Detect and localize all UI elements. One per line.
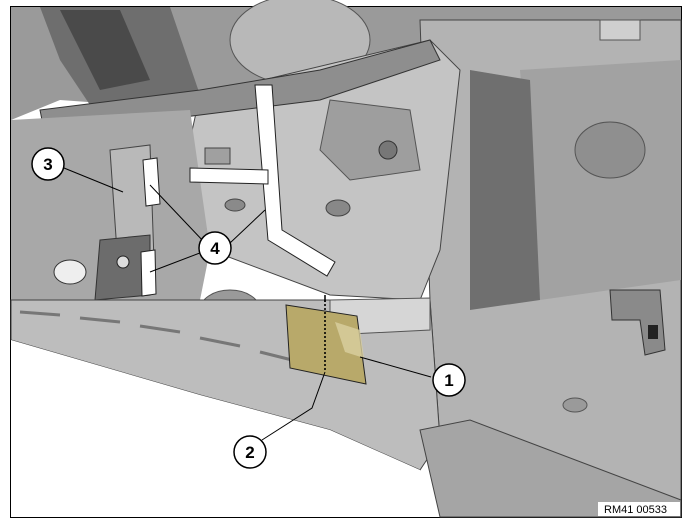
right-panel-recess — [520, 60, 681, 300]
sealing-patch-body — [285, 304, 367, 385]
callout-3-label: 3 — [43, 155, 52, 174]
leader-line-3 — [63, 167, 124, 193]
callout-2: 2 — [233, 435, 267, 469]
left-small-hole — [224, 198, 246, 212]
right-panel-dark-face — [470, 70, 540, 310]
callout-1-circle — [432, 363, 466, 397]
callout-4-label: 4 — [210, 239, 220, 258]
sill-ribs — [19, 310, 361, 380]
small-upper-bracket — [204, 147, 231, 165]
top-right-clip — [599, 19, 641, 41]
callout-3-circle — [31, 147, 65, 181]
upper-left-cavity — [60, 10, 150, 90]
lower-right-panel — [419, 419, 682, 518]
sealing-strip-upper-small — [142, 157, 161, 207]
left-bracket-nut — [116, 255, 130, 269]
sealing-strip-horizontal — [189, 167, 269, 185]
right-bracket-hole — [648, 325, 658, 339]
callout-1: 1 — [432, 363, 466, 397]
callout-2-label: 2 — [245, 443, 254, 462]
reference-code: RM41 00533 — [604, 504, 667, 516]
callout-4-circle — [198, 231, 232, 265]
lower-empty-area — [11, 340, 440, 517]
sealing-patch — [285, 295, 367, 385]
sealing-strip-l-shaped — [254, 84, 336, 277]
central-lower-hole — [325, 199, 351, 217]
leader-lines — [63, 167, 432, 441]
central-triangular-recess — [319, 99, 421, 181]
central-bolt — [378, 140, 398, 160]
callout-2-circle — [233, 435, 267, 469]
leader-line-4c — [229, 209, 266, 244]
leader-line-2 — [261, 371, 326, 441]
callout-4: 4 — [198, 231, 232, 265]
callout-3: 3 — [31, 147, 65, 181]
sealing-strip-lower-small — [140, 249, 157, 297]
sealing-patch-highlight — [335, 322, 364, 358]
leader-line-4a — [149, 184, 206, 244]
reference-code-background — [598, 502, 680, 516]
vehicle-body-structure — [10, 0, 682, 518]
right-lower-bolt — [562, 397, 588, 413]
right-round-boss — [574, 121, 646, 179]
left-round-hole — [53, 259, 87, 285]
callout-1-label: 1 — [444, 371, 453, 390]
leader-line-1 — [359, 356, 432, 378]
leader-line-4b — [149, 250, 206, 273]
sealing-strips — [140, 84, 336, 297]
